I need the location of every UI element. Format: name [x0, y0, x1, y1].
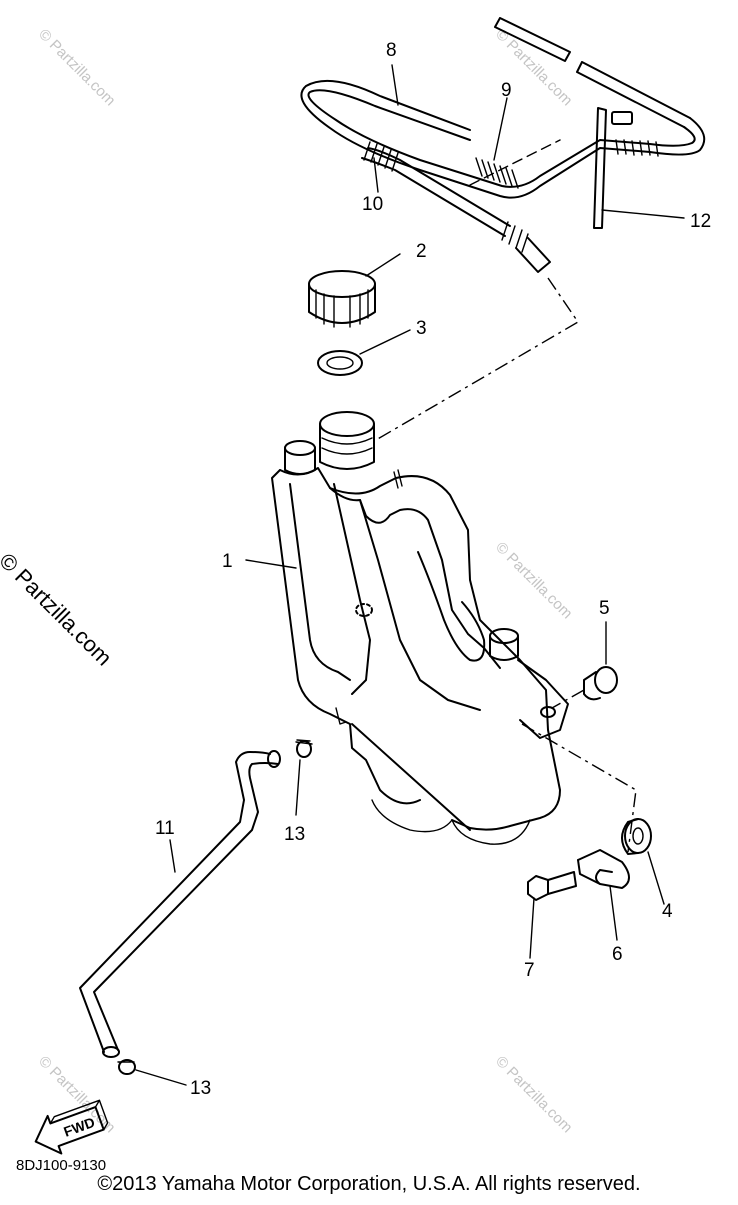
- hose-clamp-13-lower: [117, 1059, 136, 1075]
- callout-4: 4: [662, 901, 673, 922]
- callout-labels: 1 2 3 4 5 6 7 8 9 10 11 12 13 13: [155, 40, 711, 1099]
- guide-line: [375, 277, 580, 441]
- callout-7: 7: [524, 960, 535, 981]
- hose-spring-10: [363, 141, 529, 253]
- hose-clamp-13-upper: [295, 739, 313, 758]
- bolt-7: [527, 871, 577, 901]
- hose-spring-top: [615, 139, 659, 157]
- watermark-faint: © Partzilla.com: [35, 26, 118, 109]
- callout-10: 10: [362, 194, 383, 215]
- callout-11: 11: [155, 818, 175, 839]
- callout-13-lower: 13: [190, 1078, 211, 1099]
- callout-5: 5: [599, 598, 610, 619]
- reservoir-tank-1: [271, 411, 569, 845]
- breather-hose: [300, 17, 706, 273]
- callout-1: 1: [222, 551, 233, 572]
- watermark-faint: © Partzilla.com: [492, 1053, 575, 1136]
- callout-12: 12: [690, 211, 711, 232]
- callout-6: 6: [612, 944, 623, 965]
- diagram-code: 8DJ100-9130: [16, 1157, 107, 1174]
- watermark-faint: © Partzilla.com: [492, 539, 575, 622]
- clamp-strip-12: [593, 107, 633, 229]
- hose-spring-9: [475, 157, 519, 189]
- overflow-hose-11: [79, 750, 281, 1058]
- radiator-cap-2: [308, 270, 376, 328]
- callout-13: 13: [284, 824, 305, 845]
- grommet-4: [621, 818, 652, 855]
- callout-2: 2: [416, 241, 427, 262]
- leader-lines: [135, 64, 685, 1086]
- guide-line: [521, 723, 637, 853]
- gasket-3: [317, 350, 363, 376]
- callout-9: 9: [501, 80, 512, 101]
- callout-3: 3: [416, 318, 427, 339]
- copyright-notice: ©2013 Yamaha Motor Corporation, U.S.A. A…: [97, 1173, 641, 1195]
- callout-8: 8: [386, 40, 397, 61]
- bolt-5: [551, 666, 618, 709]
- bracket-6: [577, 849, 630, 889]
